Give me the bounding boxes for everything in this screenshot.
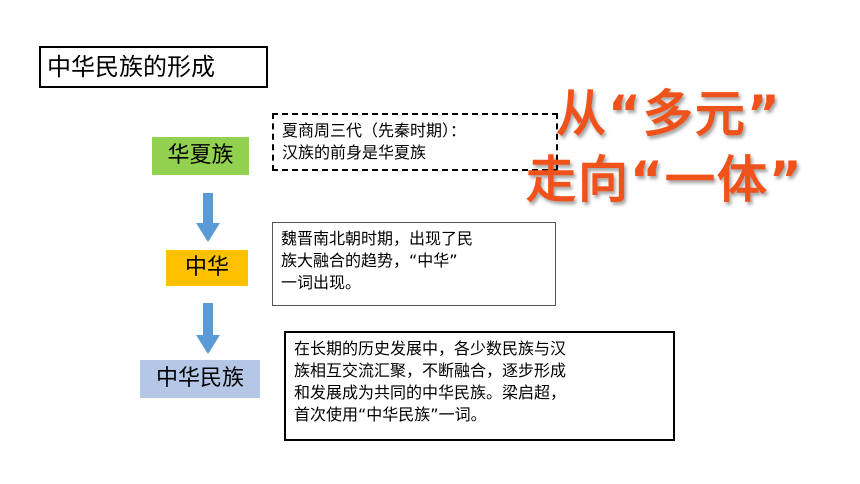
description-box-pre-qin: 夏商周三代（先秦时期）： 汉族的前身是华夏族 xyxy=(272,113,558,171)
description-box-modern: 在长期的历史发展中，各少数民族与汉 族相互交流汇聚，不断融合，逐步形成 和发展成… xyxy=(284,331,675,441)
description-line: 夏商周三代（先秦时期）： xyxy=(282,121,467,140)
stage-huaxia: 华夏族 xyxy=(152,137,249,175)
description-line: 和发展成为共同的中华民族。梁启超， xyxy=(294,383,567,402)
description-line: 魏晋南北朝时期，出现了民 xyxy=(281,229,474,248)
description-line: 族相互交流汇聚，不断融合，逐步形成 xyxy=(294,361,567,380)
description-line: 首次使用“中华民族”一词。 xyxy=(294,405,487,424)
description-line: 汉族的前身是华夏族 xyxy=(282,143,427,162)
description-line: 族大融合的趋势，“中华” xyxy=(281,251,458,270)
description-line: 在长期的历史发展中，各少数民族与汉 xyxy=(294,339,567,358)
slogan-line-1: 从“多元” xyxy=(556,85,782,143)
page-title: 中华民族的形成 xyxy=(39,46,268,88)
down-arrow-icon xyxy=(196,193,220,247)
stage-zhonghua: 中华 xyxy=(166,250,248,286)
down-arrow-icon xyxy=(196,303,220,359)
stage-zhonghua-minzu: 中华民族 xyxy=(140,360,260,398)
description-line: 一词出现。 xyxy=(281,273,362,292)
description-box-wei-jin: 魏晋南北朝时期，出现了民 族大融合的趋势，“中华” 一词出现。 xyxy=(272,222,556,306)
slogan-line-2: 走向“一体” xyxy=(526,151,804,209)
